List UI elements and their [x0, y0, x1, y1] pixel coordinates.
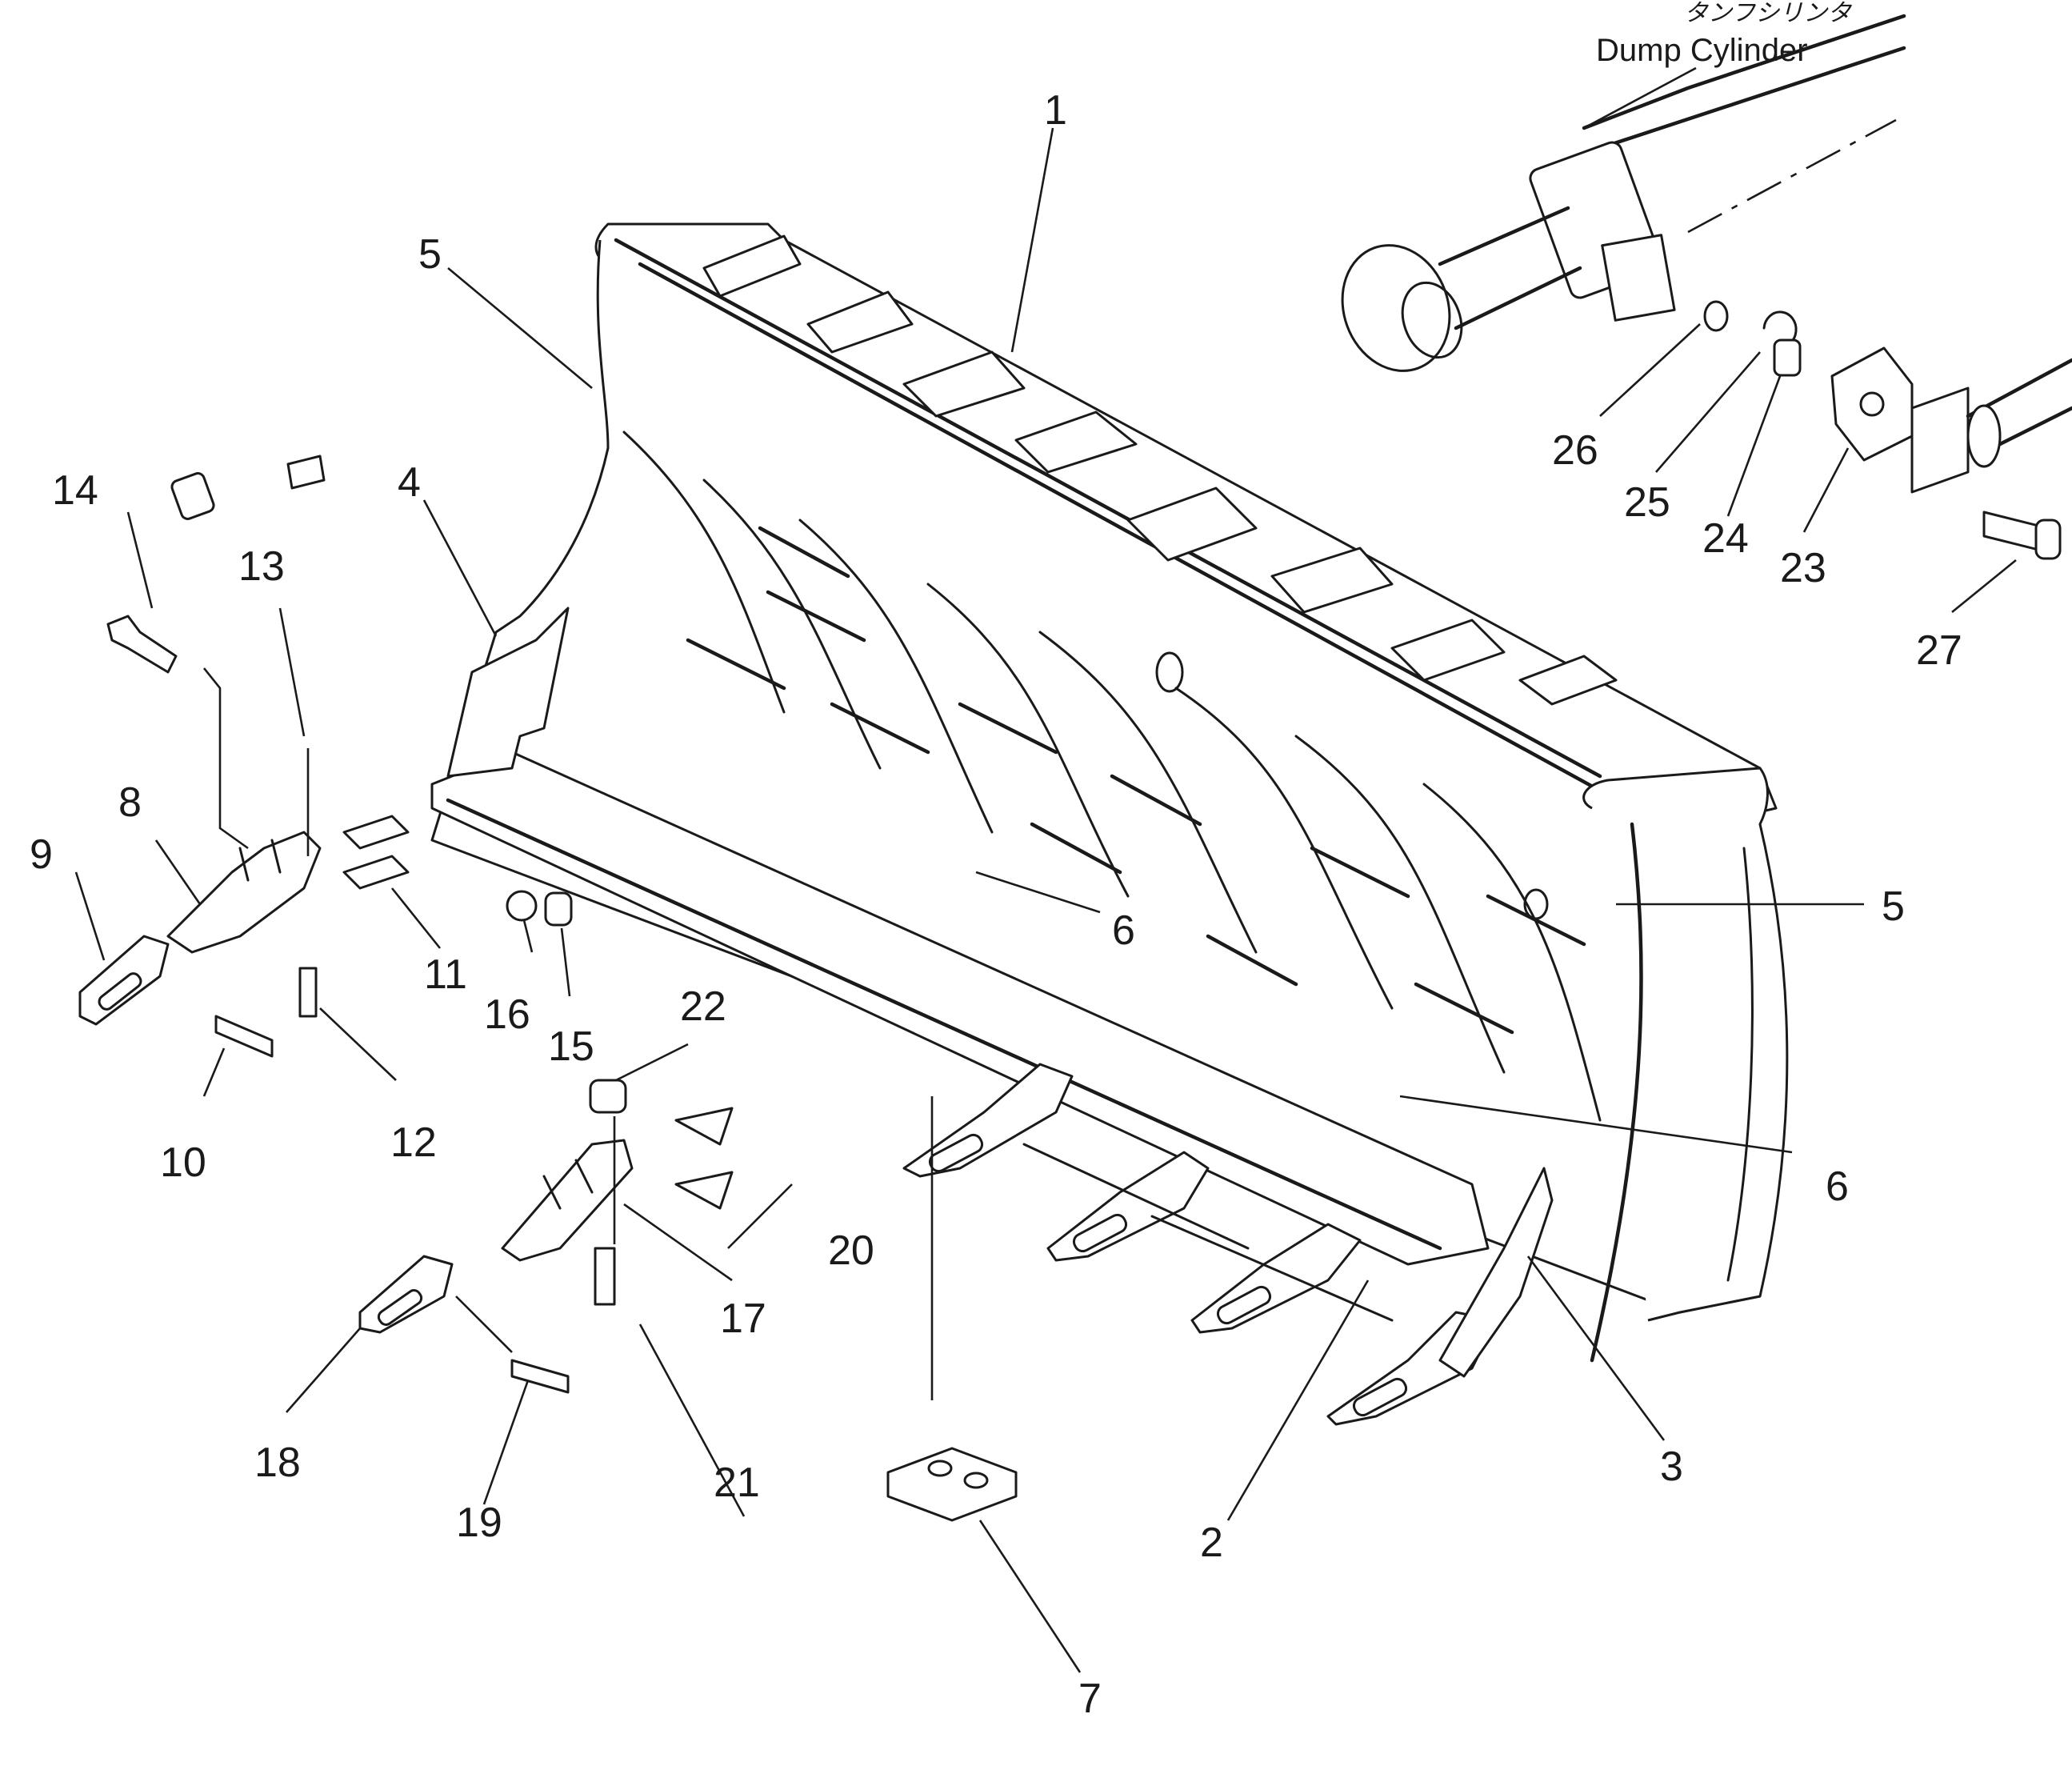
pin-10	[214, 1015, 274, 1058]
nut-15	[544, 891, 573, 927]
part-label-12: 12	[390, 1119, 437, 1166]
part-label-19: 19	[456, 1500, 502, 1546]
part-label-26: 26	[1552, 427, 1598, 474]
bolt-14	[106, 615, 178, 674]
part-label-24: 24	[1702, 515, 1749, 562]
caption-japanese: タンフシリンタ	[1684, 0, 1852, 27]
nut-13	[286, 455, 326, 490]
bucket-teeth	[902, 1063, 1554, 1426]
shim-20b	[674, 1171, 734, 1210]
cylinder-pin-parts	[1703, 300, 2072, 560]
snap-ring-26	[1703, 300, 1729, 332]
part-label-7: 7	[1078, 1676, 1102, 1722]
bracket	[1910, 386, 1970, 494]
part-label-11: 11	[424, 951, 467, 998]
part-label-22: 22	[680, 983, 726, 1030]
shim-11b	[342, 855, 410, 890]
part-labels: 1 2 3 4 5 5 6 6 7 8 9 10 11 12 13 14 15 …	[30, 87, 1962, 1722]
pin-19	[510, 1359, 570, 1394]
adapter-17	[501, 1139, 634, 1262]
part-label-20: 20	[828, 1227, 874, 1274]
part-label-8: 8	[118, 779, 142, 826]
part-label-5-right: 5	[1882, 883, 1905, 930]
plate-23	[1830, 346, 1914, 462]
caption-english: Dump Cylinder	[1596, 33, 1808, 68]
part-label-15: 15	[548, 1023, 594, 1070]
tooth-assembly-left	[78, 455, 573, 1058]
part-label-4: 4	[398, 459, 421, 506]
plate-7	[886, 1447, 1018, 1522]
tooth-assembly-center	[358, 1079, 1018, 1522]
part-label-27: 27	[1916, 627, 1962, 674]
shim-11a	[342, 815, 410, 850]
bolt-21	[594, 1247, 616, 1306]
bolt-12	[298, 967, 318, 1018]
adapter-8	[166, 831, 322, 954]
part-label-14: 14	[52, 467, 98, 514]
part-label-13: 13	[238, 543, 285, 590]
part-label-6-right: 6	[1826, 1163, 1849, 1210]
part-label-17: 17	[720, 1295, 766, 1342]
part-label-5-top: 5	[418, 231, 442, 278]
bucket-body	[430, 222, 1789, 1363]
part-label-10: 10	[160, 1139, 206, 1186]
shim-20a	[674, 1107, 734, 1146]
part-label-21: 21	[714, 1460, 760, 1506]
nut-22	[589, 1079, 627, 1114]
dump-cylinder	[1341, 14, 1906, 372]
part-label-9: 9	[30, 831, 53, 878]
part-label-16: 16	[484, 991, 530, 1038]
washer-16	[506, 890, 538, 922]
part-label-1: 1	[1044, 87, 1067, 134]
part-label-18: 18	[254, 1440, 301, 1486]
part-label-6-center: 6	[1112, 907, 1135, 954]
part-label-25: 25	[1624, 479, 1670, 526]
leader-lines	[74, 66, 2017, 1673]
bushing-24	[1773, 338, 1802, 377]
part-label-23: 23	[1780, 545, 1826, 591]
part-label-3: 3	[1660, 1444, 1683, 1490]
part-label-2: 2	[1200, 1520, 1223, 1566]
